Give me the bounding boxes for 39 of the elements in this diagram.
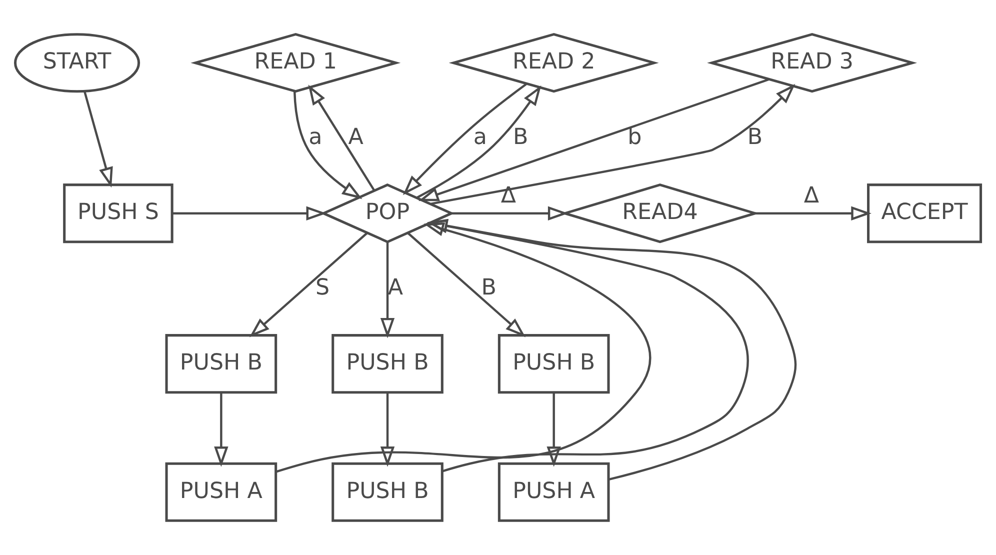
arrow bbox=[214, 392, 228, 467]
edge-label: B bbox=[747, 124, 763, 150]
arrow bbox=[402, 83, 527, 196]
arrow bbox=[308, 84, 376, 191]
arrow bbox=[407, 232, 526, 338]
edge-label: a bbox=[308, 124, 322, 150]
node-box: PUSH B bbox=[165, 334, 278, 394]
edge-label: a bbox=[473, 124, 487, 150]
edge-label: Δ bbox=[804, 182, 820, 209]
edge-label: b bbox=[628, 124, 642, 150]
node-box: ACCEPT bbox=[867, 184, 982, 244]
arrow bbox=[380, 392, 395, 467]
arrow bbox=[380, 242, 395, 338]
node-box: PUSH A bbox=[165, 462, 278, 522]
edge-label: B bbox=[481, 274, 496, 300]
edge-label: B bbox=[512, 124, 528, 150]
arrow bbox=[418, 78, 770, 202]
arrow bbox=[416, 85, 542, 199]
arrow bbox=[276, 222, 651, 473]
edge-label: S bbox=[316, 274, 330, 300]
edge-label: A bbox=[348, 124, 364, 150]
node-box: PUSH B bbox=[332, 462, 444, 522]
node-ellipse: START bbox=[14, 33, 140, 93]
node-box: PUSH B bbox=[498, 334, 610, 394]
arrow bbox=[427, 219, 749, 472]
node-box: PUSH A bbox=[498, 462, 610, 522]
arrow bbox=[754, 206, 872, 220]
arrow bbox=[427, 218, 797, 480]
arrow bbox=[84, 91, 113, 188]
arrow bbox=[430, 84, 796, 205]
edge-label: A bbox=[388, 274, 404, 300]
node-box: PUSH B bbox=[332, 334, 444, 394]
node-diamond: READ 2 bbox=[448, 33, 659, 93]
node-box: PUSH S bbox=[63, 184, 174, 244]
node-diamond: READ 3 bbox=[707, 33, 918, 93]
arrow bbox=[249, 232, 368, 338]
node-diamond: READ 1 bbox=[190, 33, 401, 93]
arrow bbox=[546, 392, 561, 467]
arrow bbox=[293, 92, 362, 200]
